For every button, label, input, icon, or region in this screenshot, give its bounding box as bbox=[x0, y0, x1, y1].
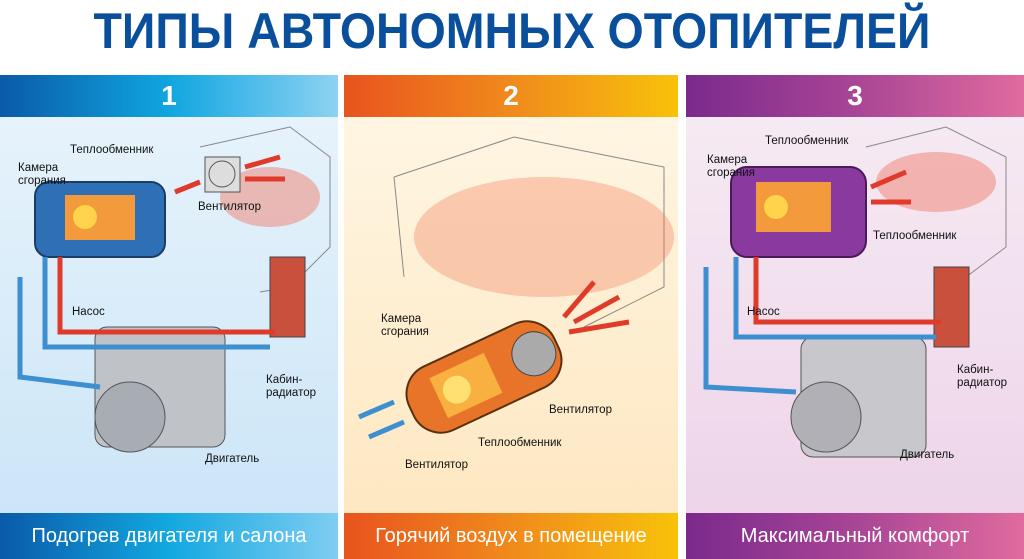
label-pump: Насос bbox=[747, 306, 780, 318]
panel-caption: Подогрев двигателя и салона bbox=[0, 513, 338, 559]
cold-coolant-line bbox=[703, 257, 936, 395]
label-engine: Двигатель bbox=[900, 449, 955, 461]
label-combustion-chamber-2: сгорания bbox=[18, 175, 66, 187]
label-heat-exchanger: Теплообменник bbox=[70, 144, 154, 156]
label-fan-left: Вентилятор bbox=[405, 459, 468, 471]
label-cabin-radiator-1: Кабин- bbox=[957, 364, 994, 376]
panel-number: 2 bbox=[344, 75, 678, 117]
label-cabin-radiator-2: радиатор bbox=[957, 377, 1007, 389]
label-combustion-chamber-2: сгорания bbox=[381, 326, 429, 338]
room-outline bbox=[393, 136, 665, 328]
air-heater-diagram bbox=[358, 136, 674, 440]
label-combustion-chamber-1: Камера bbox=[381, 313, 422, 325]
label-heat-exchanger: Теплообменник bbox=[478, 437, 562, 449]
cabin-radiator bbox=[269, 256, 306, 338]
panel-number: 1 bbox=[0, 75, 338, 117]
label-combustion-chamber-1: Камера bbox=[707, 154, 748, 166]
panel-engine-and-cabin-heating: 1 Теплообменник Камера сгорания Вентилят… bbox=[0, 75, 338, 559]
label-cabin-radiator-2: радиатор bbox=[266, 387, 316, 399]
label-fan: Вентилятор bbox=[198, 201, 261, 213]
label-combustion-chamber-1: Камера bbox=[18, 162, 59, 174]
fan-icon bbox=[204, 156, 241, 193]
panel-maximum-comfort: 3 Теплообменник Камера сгорания Теплообм… bbox=[686, 75, 1024, 559]
label-combustion-chamber-2: сгорания bbox=[707, 167, 755, 179]
warm-air-cloud bbox=[414, 177, 674, 297]
label-engine: Двигатель bbox=[205, 453, 260, 465]
warm-air-cloud bbox=[876, 152, 996, 212]
warm-air-cloud bbox=[220, 167, 320, 227]
panel-caption: Горячий воздух в помещение bbox=[344, 513, 678, 559]
cold-coolant-line bbox=[17, 257, 270, 390]
hot-air-arrows bbox=[870, 169, 911, 205]
hot-air-arrows bbox=[174, 154, 285, 195]
panel-number: 3 bbox=[686, 75, 1024, 117]
hot-air-arrows bbox=[562, 280, 630, 335]
label-heat-exchanger-top: Теплообменник bbox=[765, 135, 849, 147]
cabin-outline bbox=[865, 126, 1007, 278]
label-cabin-radiator-1: Кабин- bbox=[266, 374, 303, 386]
engine-heater-diagram bbox=[17, 126, 331, 453]
combined-heater-diagram bbox=[703, 126, 1007, 458]
cold-air-arrows bbox=[358, 399, 405, 440]
panel-hot-air-heating: 2 Камера сгорания Вентилятор Теплообменн… bbox=[344, 75, 678, 559]
label-heat-exchanger-right: Теплообменник bbox=[873, 230, 957, 242]
label-pump: Насос bbox=[72, 306, 105, 318]
panel-caption: Максимальный комфорт bbox=[686, 513, 1024, 559]
cabin-radiator bbox=[933, 266, 970, 348]
air-heater-unit bbox=[405, 320, 563, 434]
page-title: ТИПЫ АВТОНОМНЫХ ОТОПИТЕЛЕЙ bbox=[93, 3, 931, 59]
label-fan-right: Вентилятор bbox=[549, 404, 612, 416]
hot-coolant-line bbox=[753, 257, 941, 325]
hot-coolant-line bbox=[57, 257, 275, 335]
